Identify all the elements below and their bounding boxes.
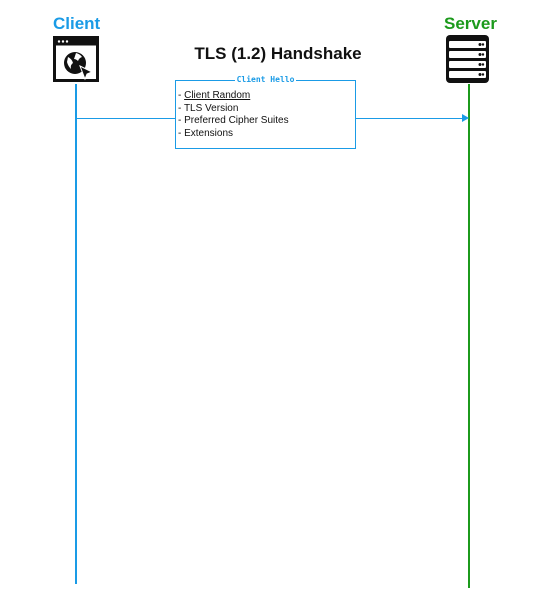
- message-field-text: TLS Version: [183, 102, 239, 114]
- message-field-text: Extensions: [184, 127, 234, 139]
- arrowhead-icon: [462, 114, 469, 122]
- client-lifeline: [75, 84, 77, 584]
- client-hello-message-box: Client Hello - Client Random- TLS Versio…: [175, 75, 356, 149]
- message-field-item: - Client Random: [178, 90, 251, 101]
- message-field-text: Client Random: [184, 90, 251, 101]
- message-field-item: - TLS Version: [178, 102, 239, 114]
- server-rack-icon: [446, 35, 489, 83]
- message-arrow-segment: [76, 118, 176, 119]
- server-lifeline: [468, 84, 470, 588]
- message-name: Client Hello: [234, 75, 297, 84]
- browser-globe-icon: [53, 36, 99, 82]
- diagram-title: TLS (1.2) Handshake: [194, 44, 362, 63]
- message-arrow-segment: [356, 118, 462, 119]
- message-field-item: - Extensions: [178, 127, 234, 139]
- message-field-item: - Preferred Cipher Suites: [178, 115, 289, 126]
- message-field-list: - Client Random- TLS Version- Preferred …: [178, 90, 289, 140]
- message-field-text: Preferred Cipher Suites: [184, 115, 289, 126]
- server-label: Server: [444, 14, 497, 33]
- client-label: Client: [53, 14, 101, 33]
